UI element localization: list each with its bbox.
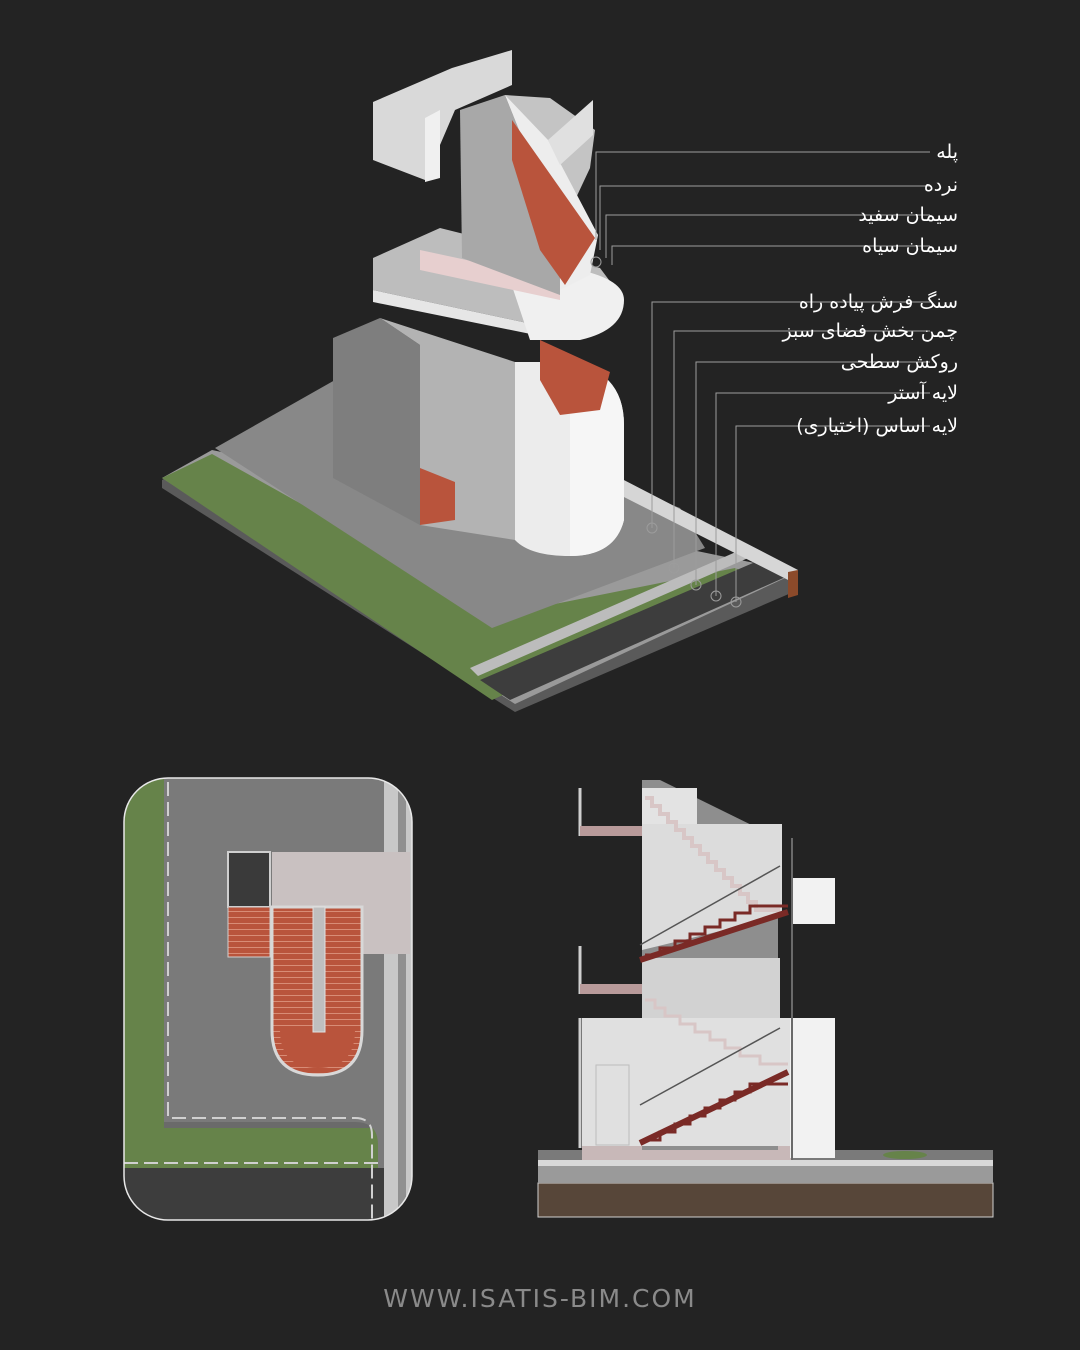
section-soil-layer [537, 1182, 994, 1218]
isometric-view [162, 50, 930, 712]
label-black-cement: سیمان سیاه [862, 235, 958, 257]
website-footer[interactable]: WWW.ISATIS-BIM.COM [383, 1284, 697, 1313]
lower-block [333, 318, 624, 556]
label-base-layer: لایه اساس (اختیاری) [796, 415, 958, 437]
label-sub-layer: لایه آستر [888, 382, 958, 404]
label-lawn: چمن بخش فضای سبز [782, 320, 958, 342]
plan-lawn-bottom [124, 1128, 379, 1168]
middle-ring [373, 228, 624, 340]
label-railing: نرده [923, 174, 958, 196]
section-view [537, 780, 994, 1218]
plan-view [123, 777, 413, 1221]
section-stair-flights [638, 796, 790, 1146]
label-white-cement: سیمان سفید [858, 204, 958, 226]
upper-block [373, 50, 598, 295]
label-surface-coating: روکش سطحی [840, 351, 958, 373]
label-stair: پله [936, 141, 958, 163]
plan-lawn-left [124, 778, 164, 1168]
leader-lines [590, 151, 930, 608]
label-paving-stone: سنگ فرش پیاده راه [798, 291, 958, 313]
